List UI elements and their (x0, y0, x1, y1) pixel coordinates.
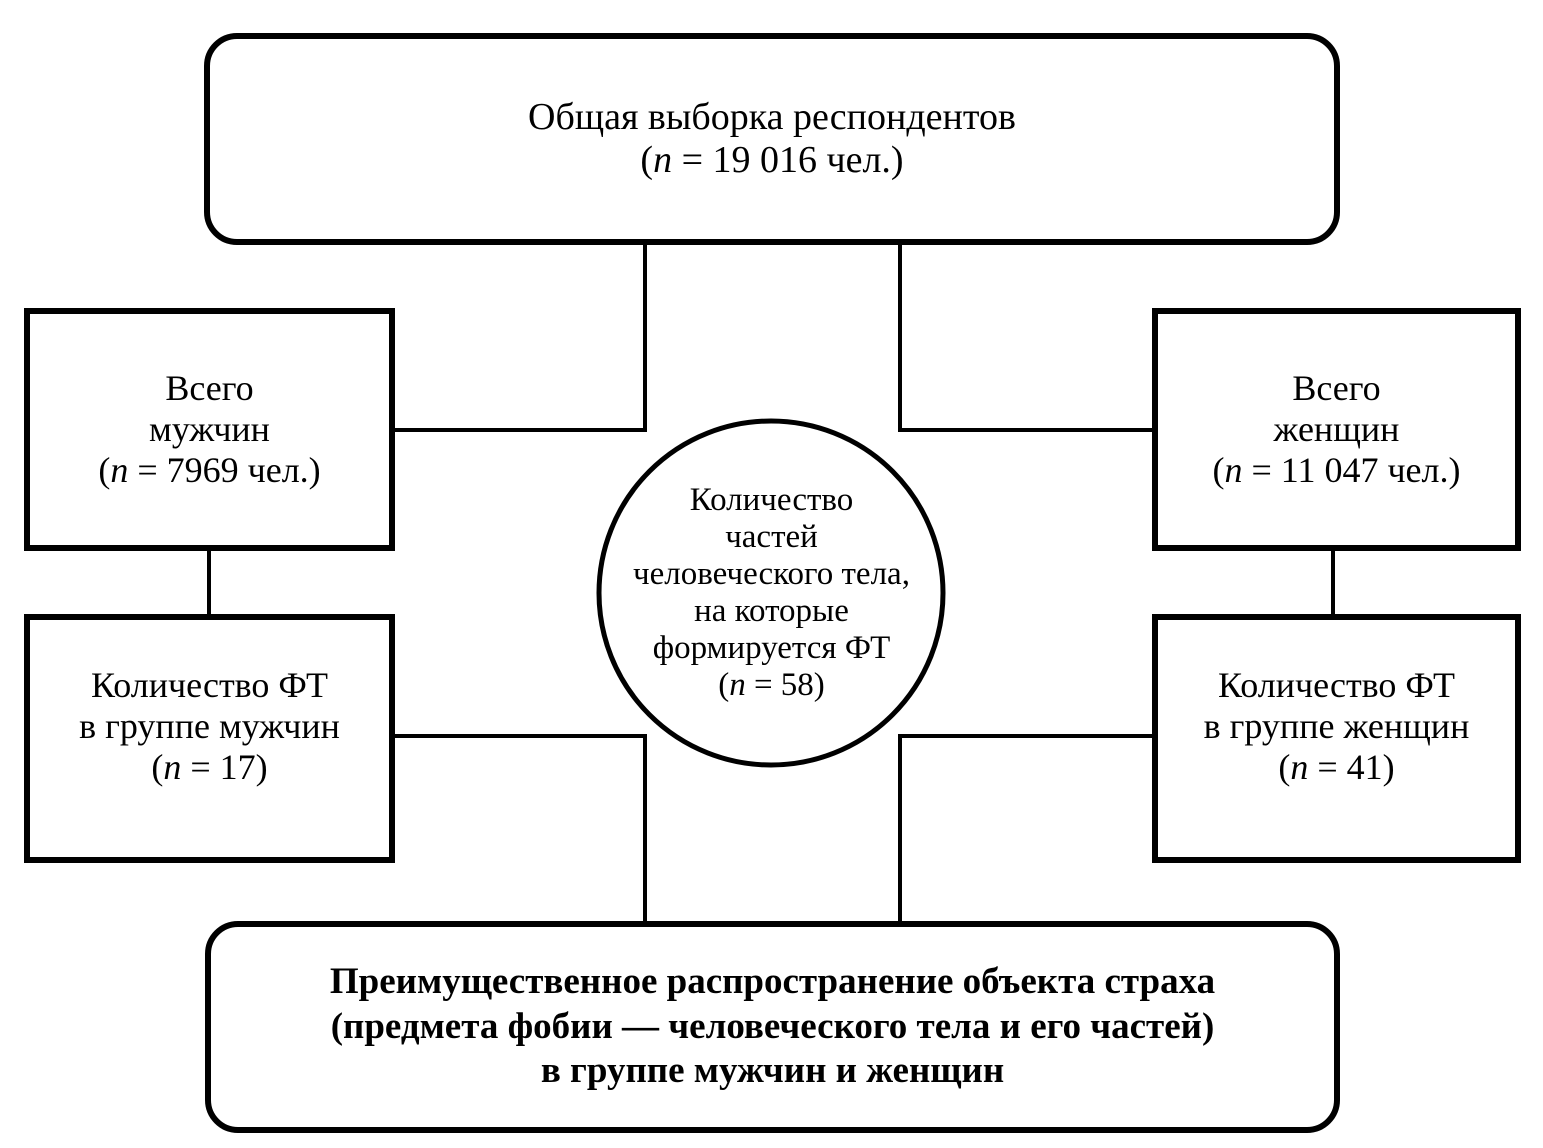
females-box-shape (1152, 308, 1521, 551)
males-box-shape (24, 308, 395, 551)
edge-males-ft-to-conclusion (392, 734, 647, 924)
connector-group (207, 242, 1335, 924)
edge-females-ft-to-conclusion (898, 734, 1155, 924)
edge-root-to-males (392, 242, 647, 432)
males-ft-box-shape (24, 614, 395, 863)
edge-root-to-females (898, 242, 1155, 432)
conclusion-box-shape (205, 921, 1340, 1133)
females-ft-box-shape (1152, 614, 1521, 863)
center-circle-shape (596, 418, 946, 768)
root-box-shape (204, 33, 1340, 245)
